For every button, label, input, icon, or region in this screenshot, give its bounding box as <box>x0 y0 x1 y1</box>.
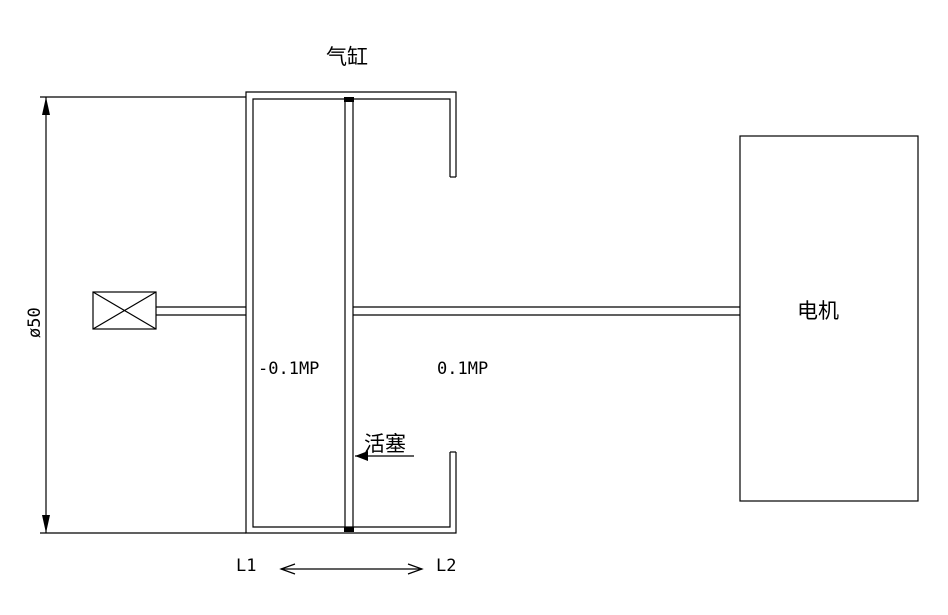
piston-leader <box>355 451 414 461</box>
right-pressure-label: 0.1MP <box>437 359 488 379</box>
diameter-dimension <box>40 96 246 534</box>
piston-top-seal <box>344 97 354 102</box>
l1-label: L1 <box>236 556 256 576</box>
inlet-pipe <box>156 306 246 316</box>
cylinder-body <box>245 91 457 534</box>
diameter-label: ø50 <box>25 307 45 338</box>
l2-label: L2 <box>436 556 456 576</box>
motor-box <box>739 135 919 502</box>
piston-rod <box>353 306 740 316</box>
valve-box-icon <box>92 291 157 330</box>
piston <box>344 97 354 532</box>
piston-bottom-seal <box>344 527 354 532</box>
motor-label: 电机 <box>797 299 839 323</box>
stroke-arrow <box>279 563 424 575</box>
left-pressure-label: -0.1MP <box>258 359 319 379</box>
cylinder-label: 气缸 <box>326 45 368 69</box>
piston-label: 活塞 <box>364 432 406 456</box>
